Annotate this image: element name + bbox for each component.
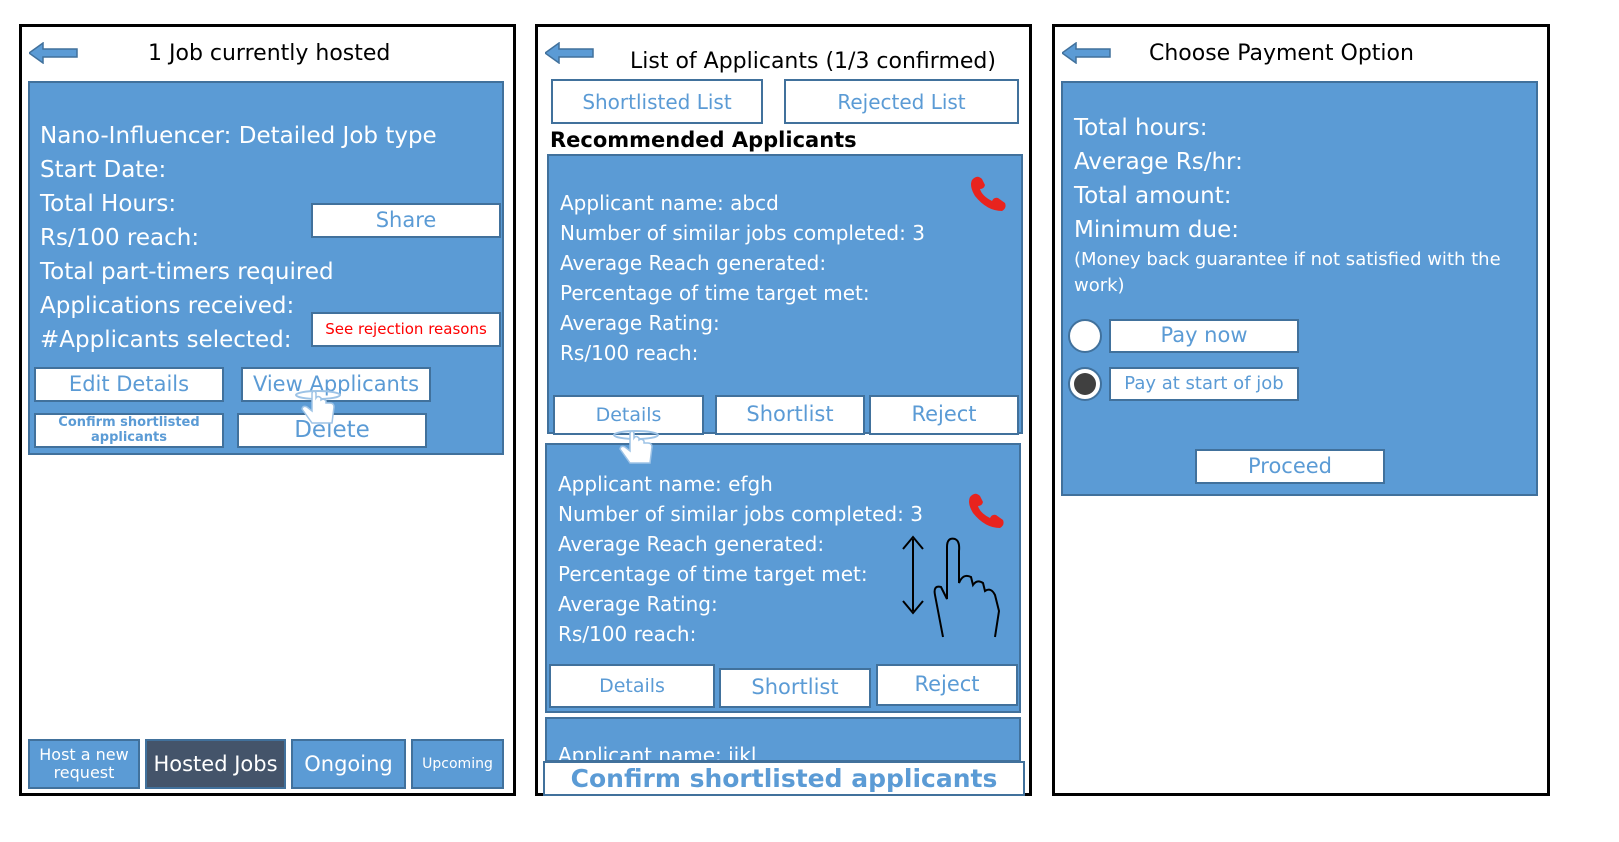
confirm-shortlisted-button[interactable]: Confirm shortlisted applicants bbox=[34, 413, 224, 448]
screen-payment: Choose Payment Option Total hours: Avera… bbox=[1052, 24, 1550, 796]
job-type-line: Nano-Influencer: Detailed Job type bbox=[40, 123, 437, 149]
jobs-completed: Number of similar jobs completed: 3 bbox=[560, 221, 925, 245]
target-met: Percentage of time target met: bbox=[560, 281, 870, 305]
total-hours-line: Total Hours: bbox=[40, 191, 177, 217]
phone-icon[interactable] bbox=[965, 491, 1009, 529]
radio-selected-dot bbox=[1074, 373, 1096, 395]
share-button[interactable]: Share bbox=[311, 203, 501, 238]
details-button[interactable]: Details bbox=[553, 395, 704, 435]
nav-host-new-request[interactable]: Host a new request bbox=[28, 739, 140, 789]
job-details: Nano-Influencer: Detailed Job type Start… bbox=[40, 119, 437, 357]
total-hours-line: Total hours: bbox=[1074, 115, 1208, 141]
applicant-info: Applicant name: abcd Number of similar j… bbox=[560, 188, 925, 368]
confirm-shortlisted-button[interactable]: Confirm shortlisted applicants bbox=[543, 761, 1025, 796]
shortlist-button[interactable]: Shortlist bbox=[719, 668, 871, 708]
scroll-gesture-icon bbox=[902, 535, 1001, 638]
reject-button[interactable]: Reject bbox=[869, 395, 1019, 435]
applicant-card: Applicant name: ijkl bbox=[545, 717, 1021, 762]
applications-line: Applications received: bbox=[40, 293, 295, 319]
back-arrow-icon[interactable] bbox=[1062, 42, 1112, 64]
average-reach: Average Reach generated: bbox=[558, 532, 825, 556]
total-amount-line: Total amount: bbox=[1074, 183, 1232, 209]
edit-details-button[interactable]: Edit Details bbox=[34, 367, 224, 402]
payment-summary: Total hours: Average Rs/hr: Total amount… bbox=[1074, 111, 1243, 247]
average-reach: Average Reach generated: bbox=[560, 251, 827, 275]
page-title: 1 Job currently hosted bbox=[148, 41, 391, 66]
average-rating: Average Rating: bbox=[558, 592, 718, 616]
rate-reach: Rs/100 reach: bbox=[558, 622, 697, 646]
job-card: Nano-Influencer: Detailed Job type Start… bbox=[28, 81, 504, 455]
pay-now-radio[interactable] bbox=[1068, 319, 1102, 353]
section-heading: Recommended Applicants bbox=[550, 128, 857, 152]
guarantee-note: (Money back guarantee if not satisfied w… bbox=[1074, 249, 1501, 296]
phone-icon[interactable] bbox=[967, 174, 1011, 212]
view-applicants-button[interactable]: View Applicants bbox=[241, 367, 431, 402]
details-button[interactable]: Details bbox=[549, 664, 715, 708]
nav-ongoing[interactable]: Ongoing bbox=[291, 739, 406, 789]
payment-card: Total hours: Average Rs/hr: Total amount… bbox=[1061, 81, 1538, 496]
applicant-info: Applicant name: efgh Number of similar j… bbox=[558, 469, 923, 649]
applicant-name: Applicant name: ijkl bbox=[558, 743, 757, 762]
applicant-card: Applicant name: efgh Number of similar j… bbox=[545, 443, 1021, 713]
shortlist-button[interactable]: Shortlist bbox=[715, 395, 865, 435]
jobs-completed: Number of similar jobs completed: 3 bbox=[558, 502, 923, 526]
minimum-due-line: Minimum due: bbox=[1074, 217, 1239, 243]
rate-line: Rs/100 reach: bbox=[40, 225, 200, 251]
pay-at-start-option[interactable]: Pay at start of job bbox=[1109, 367, 1299, 401]
screen-hosted-jobs: 1 Job currently hosted Nano-Influencer: … bbox=[19, 24, 516, 796]
nav-upcoming[interactable]: Upcoming bbox=[411, 739, 504, 789]
average-rate-line: Average Rs/hr: bbox=[1074, 149, 1243, 175]
page-title: Choose Payment Option bbox=[1149, 41, 1414, 66]
page-title: List of Applicants (1/3 confirmed) bbox=[630, 49, 996, 74]
rate-reach: Rs/100 reach: bbox=[560, 341, 699, 365]
applicant-card: Applicant name: abcd Number of similar j… bbox=[547, 154, 1023, 435]
tab-shortlisted-list[interactable]: Shortlisted List bbox=[551, 79, 763, 124]
start-date-line: Start Date: bbox=[40, 157, 167, 183]
reject-button[interactable]: Reject bbox=[876, 664, 1018, 706]
tap-hand-icon bbox=[613, 430, 659, 464]
tab-rejected-list[interactable]: Rejected List bbox=[784, 79, 1019, 124]
back-arrow-icon[interactable] bbox=[545, 42, 595, 64]
rejection-reasons-button[interactable]: See rejection reasons bbox=[311, 312, 501, 347]
selected-line: #Applicants selected: bbox=[40, 327, 292, 353]
pay-at-start-radio[interactable] bbox=[1068, 367, 1102, 401]
screen-applicants: List of Applicants (1/3 confirmed) Short… bbox=[535, 24, 1032, 796]
average-rating: Average Rating: bbox=[560, 311, 720, 335]
proceed-button[interactable]: Proceed bbox=[1195, 449, 1385, 484]
tap-hand-icon bbox=[295, 390, 341, 424]
part-timers-line: Total part-timers required bbox=[40, 259, 334, 285]
applicant-name: Applicant name: efgh bbox=[558, 472, 773, 496]
applicant-name: Applicant name: abcd bbox=[560, 191, 779, 215]
target-met: Percentage of time target met: bbox=[558, 562, 868, 586]
back-arrow-icon[interactable] bbox=[29, 42, 79, 64]
nav-hosted-jobs[interactable]: Hosted Jobs bbox=[145, 739, 286, 789]
pay-now-option[interactable]: Pay now bbox=[1109, 319, 1299, 353]
